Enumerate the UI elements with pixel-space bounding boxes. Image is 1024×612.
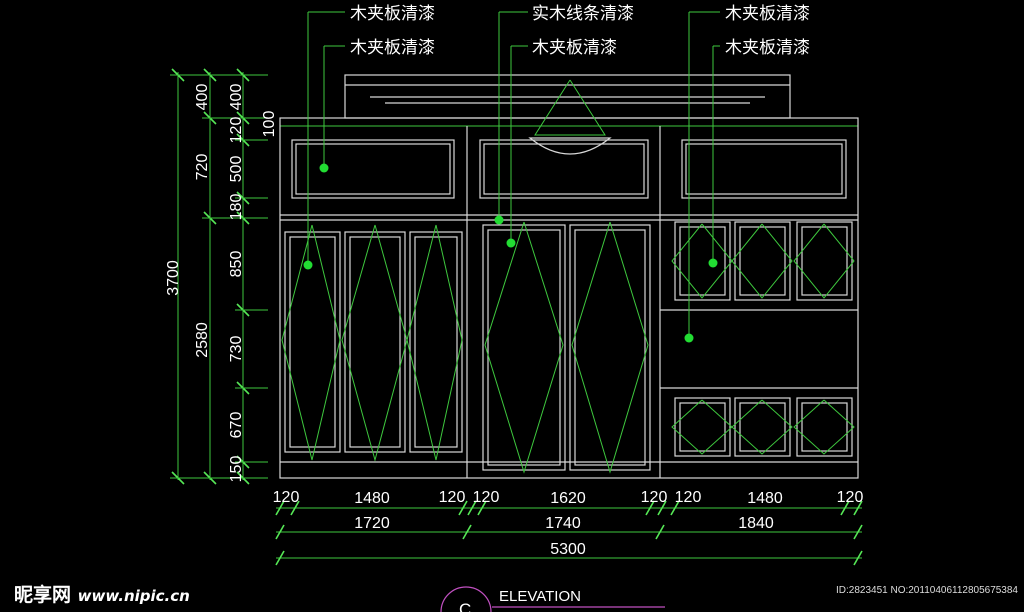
horizontal-dimensions — [275, 500, 863, 566]
dim-tick — [840, 500, 850, 516]
dim-label: 1620 — [550, 490, 586, 507]
dim-label: 400 — [194, 84, 211, 111]
watermark: 昵享网 www.nipic.cn — [14, 580, 190, 607]
dim-label: 100 — [261, 111, 278, 138]
elevation-label: ELEVATION — [499, 588, 581, 605]
dim-tick — [290, 500, 300, 516]
dim-label: 1480 — [354, 490, 390, 507]
dim-label: 120 — [228, 117, 245, 144]
callout-label: 木夹板清漆 — [350, 4, 435, 24]
dim-label: 120 — [473, 489, 500, 506]
dim-label: 730 — [228, 336, 245, 363]
dim-label: 120 — [675, 489, 702, 506]
dim-label: 120 — [641, 489, 668, 506]
dim-tick — [670, 500, 680, 516]
dim-tick — [645, 500, 655, 516]
elevation-title — [440, 586, 665, 612]
dim-tick — [657, 500, 667, 516]
dim-label: 720 — [194, 154, 211, 181]
callout-leaders — [303, 11, 720, 343]
dim-tick — [467, 500, 477, 516]
callout-label: 实木线条清漆 — [532, 4, 634, 24]
dim-label: 400 — [228, 84, 245, 111]
dim-tick — [275, 500, 285, 516]
elevation-symbol: C — [459, 600, 471, 612]
dim-tick — [853, 500, 863, 516]
dim-label: 5300 — [550, 541, 586, 558]
dim-label: 120 — [439, 489, 466, 506]
dim-tick — [853, 524, 863, 540]
dim-label: 1740 — [545, 515, 581, 532]
callout-label: 木夹板清漆 — [725, 38, 810, 58]
dim-label: 670 — [228, 412, 245, 439]
watermark-logo: 昵享网 — [14, 584, 72, 606]
dim-label: 150 — [228, 456, 245, 483]
dim-label: 2580 — [194, 322, 211, 358]
dim-tick — [655, 524, 665, 540]
callout-label: 木夹板清漆 — [532, 38, 617, 58]
dim-label: 1480 — [747, 490, 783, 507]
cabinet-body — [279, 79, 859, 479]
dim-label: 500 — [228, 156, 245, 183]
dim-tick — [458, 500, 468, 516]
image-id: ID:2823451 NO:20110406112805675384 — [835, 585, 1018, 596]
dim-tick — [462, 524, 472, 540]
dim-label: 1840 — [738, 515, 774, 532]
dim-label: 3700 — [165, 260, 182, 296]
dim-tick — [477, 500, 487, 516]
dim-tick — [853, 550, 863, 566]
dim-tick — [275, 550, 285, 566]
watermark-site: www.nipic.cn — [77, 587, 190, 605]
dim-label: 180 — [228, 194, 245, 221]
dim-label: 120 — [273, 489, 300, 506]
vertical-dimensions — [170, 68, 268, 485]
callout-label: 木夹板清漆 — [725, 4, 810, 24]
dim-label: 1720 — [354, 515, 390, 532]
callout-label: 木夹板清漆 — [350, 38, 435, 58]
dim-label: 850 — [228, 251, 245, 278]
dim-label: 120 — [837, 489, 864, 506]
dim-tick — [275, 524, 285, 540]
